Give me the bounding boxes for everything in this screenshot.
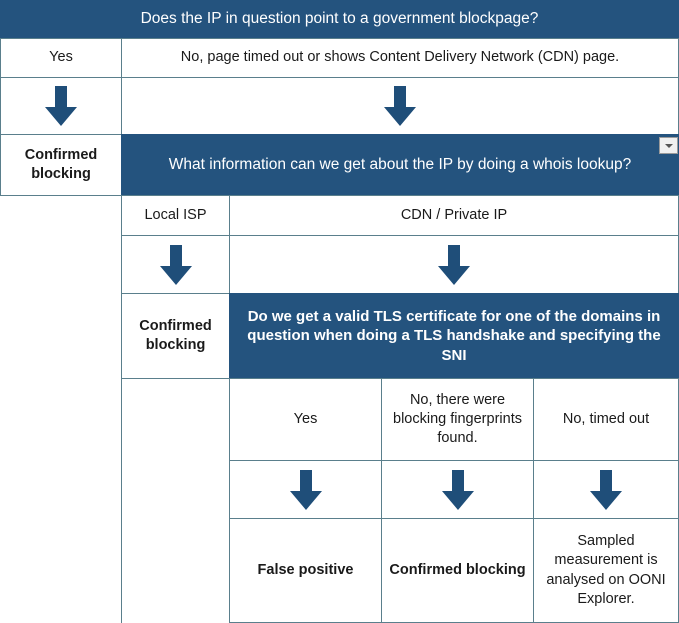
down-arrow-icon <box>159 244 192 285</box>
level3-arrow-yes-cell <box>229 460 382 519</box>
level2-arrow-cdn-cell <box>229 235 679 294</box>
level3-answer-timed-out: No, timed out <box>533 378 679 461</box>
level1-answer-no: No, page timed out or shows Content Deli… <box>121 38 679 78</box>
chevron-down-icon <box>664 143 673 148</box>
level1-question-header: Does the IP in question point to a gover… <box>0 0 679 38</box>
left-column-bottom-rule <box>0 195 122 196</box>
level3-question-header: Do we get a valid TLS certificate for on… <box>229 293 679 379</box>
level2-answer-local-isp: Local ISP <box>121 195 230 236</box>
level1-arrow-yes-cell <box>0 77 122 135</box>
left-gutter-divider <box>121 195 122 623</box>
down-arrow-icon <box>384 86 416 126</box>
level3-outcome-confirmed-blocking: Confirmed blocking <box>381 518 534 623</box>
level3-arrow-fingerprints-cell <box>381 460 534 519</box>
level2-outcome-confirmed-blocking: Confirmed blocking <box>121 293 230 379</box>
level3-answer-yes: Yes <box>229 378 382 461</box>
down-arrow-icon <box>289 469 322 510</box>
level2-question-header: What information can we get about the IP… <box>121 134 679 196</box>
filter-dropdown-icon[interactable] <box>659 137 678 154</box>
level1-arrow-no-cell <box>121 77 679 135</box>
level1-outcome-confirmed-blocking: Confirmed blocking <box>0 134 122 196</box>
level1-answer-yes: Yes <box>0 38 122 78</box>
down-arrow-icon <box>45 86 77 126</box>
mid-gutter-divider <box>229 379 230 623</box>
level3-outcome-sampled-measurement: Sampled measurement is analysed on OONI … <box>533 518 679 623</box>
down-arrow-icon <box>590 469 622 510</box>
down-arrow-icon <box>438 244 470 285</box>
level2-arrow-local-isp-cell <box>121 235 230 294</box>
level3-outcome-false-positive: False positive <box>229 518 382 623</box>
down-arrow-icon <box>441 469 474 510</box>
level3-answer-fingerprints: No, there were blocking fingerprints fou… <box>381 378 534 461</box>
level2-answer-cdn-private-ip: CDN / Private IP <box>229 195 679 236</box>
level3-arrow-timed-out-cell <box>533 460 679 519</box>
